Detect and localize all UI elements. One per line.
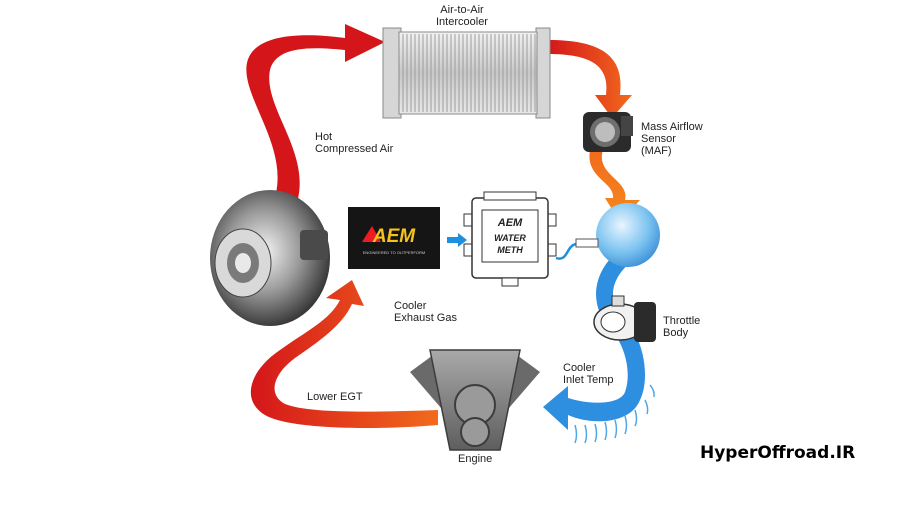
intake-sphere — [596, 203, 660, 267]
label-engine: Engine — [458, 453, 493, 465]
label-throttle-body: Throttle Body — [663, 315, 701, 339]
engine-graphic — [410, 349, 540, 451]
intercooler-outlet-arrow — [548, 40, 632, 118]
water-meth-line2: METH — [497, 245, 523, 255]
aem-box-logo: AEM — [372, 226, 416, 247]
water-meth-unit: AEM WATER METH — [463, 191, 557, 287]
label-lower-egt: Lower EGT — [307, 391, 363, 403]
injection-nozzle — [575, 238, 599, 248]
turbocharger-graphic — [210, 190, 330, 326]
hot-air-flow-arrow — [246, 24, 385, 215]
injection-line — [555, 242, 577, 260]
cool-flow-streaks — [574, 384, 655, 444]
aem-box-tagline: ENGINEERED TO OUTPERFORM — [363, 250, 426, 255]
label-cooler-exhaust-gas: Cooler Exhaust Gas — [394, 300, 457, 324]
signal-arrow — [447, 233, 467, 247]
label-cooler-inlet-temp: Cooler Inlet Temp — [563, 362, 614, 386]
intercooler-graphic — [382, 27, 551, 119]
label-intercooler: Air-to-Air Intercooler — [436, 4, 488, 28]
aem-controller-box: AEM ENGINEERED TO OUTPERFORM — [348, 207, 440, 269]
exhaust-flow-arrow — [250, 280, 438, 428]
maf-sensor-graphic — [583, 112, 633, 152]
label-hot-compressed-air: Hot Compressed Air — [315, 131, 394, 155]
label-maf: Mass Airflow Sensor (MAF) — [641, 121, 703, 157]
throttle-body-graphic — [593, 295, 656, 342]
watermark: HyperOffroad.IR — [700, 443, 856, 463]
water-meth-line1: WATER — [494, 233, 526, 243]
water-meth-logo: AEM — [497, 217, 523, 229]
